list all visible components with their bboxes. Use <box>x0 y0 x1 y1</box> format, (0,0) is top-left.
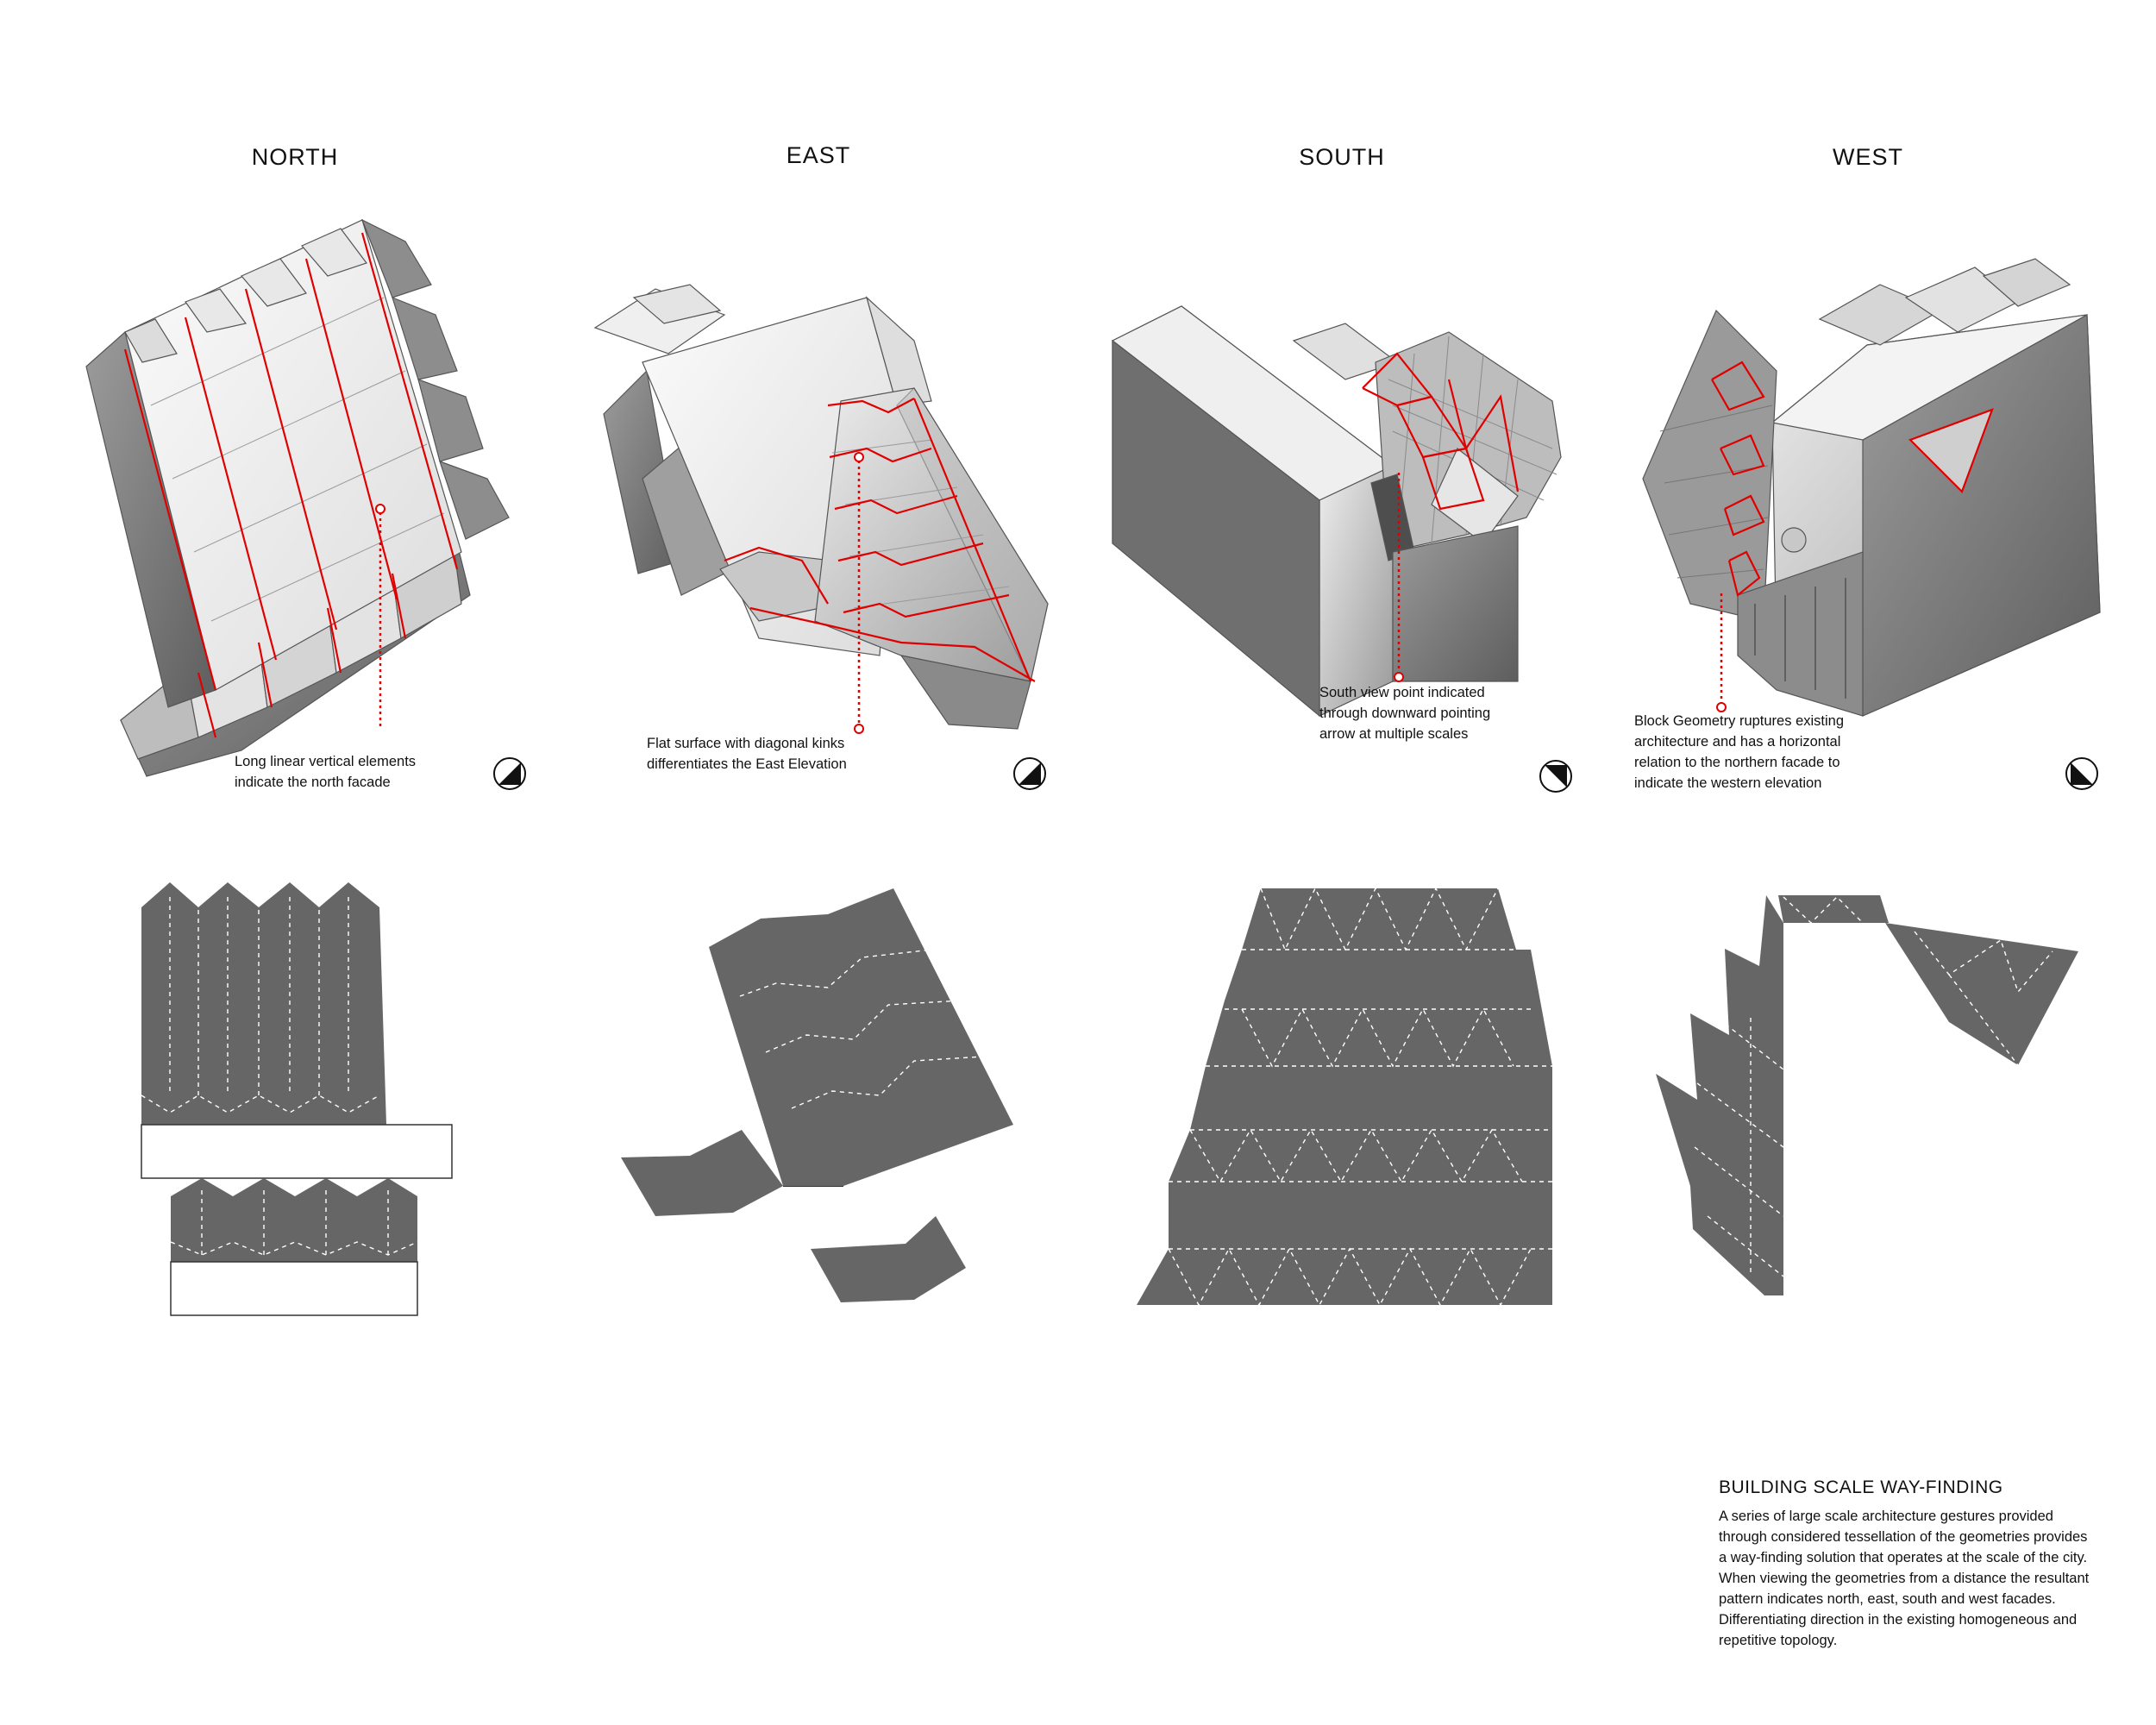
summary-title: BUILDING SCALE WAY-FINDING <box>1719 1477 2003 1497</box>
compass-icon <box>1013 757 1046 790</box>
summary-body: A series of large scale architecture ges… <box>1719 1509 2090 1648</box>
west-annotation: Block Geometry ruptures existing archite… <box>1634 713 1845 791</box>
compass-icon <box>493 757 526 790</box>
north-model <box>85 218 510 777</box>
west-leader <box>1716 593 1727 712</box>
west-heading: WEST <box>1833 144 1903 170</box>
north-flat-pattern <box>141 882 453 1316</box>
compass-icon <box>1539 760 1572 793</box>
east-heading: EAST <box>786 142 851 168</box>
south-leader <box>1394 473 1404 682</box>
south-model <box>1111 305 1562 718</box>
south-heading: SOUTH <box>1299 144 1385 170</box>
east-model <box>593 284 1049 730</box>
north-annotation: Long linear vertical elements indicate t… <box>235 754 417 790</box>
west-model <box>1642 258 2101 717</box>
east-annotation: Flat surface with diagonal kinks differe… <box>647 736 847 772</box>
south-annotation: South view point indicated through downw… <box>1319 685 1491 742</box>
compass-icon <box>2065 757 2098 790</box>
north-heading: NORTH <box>251 144 339 170</box>
west-flat-pattern <box>1656 895 2078 1295</box>
east-leader <box>854 452 864 734</box>
north-leader <box>375 504 385 726</box>
south-flat-pattern <box>1137 887 1552 1307</box>
east-flat-pattern <box>621 888 1013 1302</box>
